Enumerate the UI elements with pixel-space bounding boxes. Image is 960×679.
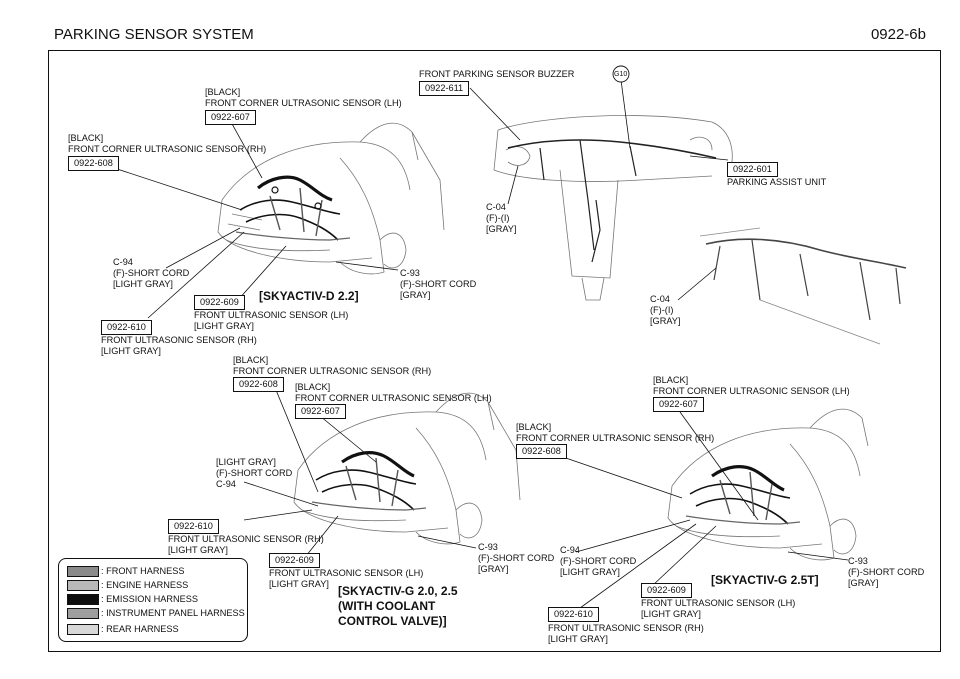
- label-d-608-color: [BLACK]: [516, 422, 552, 432]
- label-a-610-name: FRONT ULTRASONIC SENSOR (RH): [101, 335, 257, 345]
- label-d-607-name: FRONT CORNER ULTRASONIC SENSOR (LH): [653, 386, 850, 396]
- label-a-c93-id: C-93: [400, 268, 420, 278]
- legend-swatch-instrument-panel: [67, 608, 99, 619]
- label-a-607-color: [BLACK]: [205, 87, 241, 97]
- label-d-c93-id: C-93: [848, 556, 868, 566]
- label-c-607-name: FRONT CORNER ULTRASONIC SENSOR (LH): [295, 393, 492, 403]
- label-a-c93-name: (F)-SHORT CORD: [400, 279, 477, 289]
- connector-code-d-608: 0922-608: [516, 444, 567, 459]
- connector-code-a-608: 0922-608: [68, 156, 119, 171]
- connector-code-c-607: 0922-607: [295, 404, 346, 419]
- connector-code-c-608: 0922-608: [233, 377, 284, 392]
- label-d-610-color: [LIGHT GRAY]: [548, 634, 608, 644]
- label-d-c93-name: (F)-SHORT CORD: [848, 567, 925, 577]
- harness-wiring-c: [311, 451, 427, 511]
- harness-legend: : FRONT HARNESS : ENGINE HARNESS : EMISS…: [58, 558, 248, 642]
- variant-title-skyactiv-d: [SKYACTIV-D 2.2]: [259, 289, 359, 303]
- label-c-c93-color: [GRAY]: [478, 564, 509, 574]
- vehicle-front-illustration-a: [217, 122, 445, 275]
- legend-swatch-emission: [67, 594, 99, 605]
- label-c-c93-name: (F)-SHORT CORD: [478, 553, 555, 563]
- vehicle-front-illustration-c: [293, 392, 521, 545]
- legend-label-rear: : REAR HARNESS: [101, 624, 179, 634]
- connector-code-c-609: 0922-609: [269, 553, 320, 568]
- harness-wiring-d: [685, 465, 801, 525]
- label-a-608-name: FRONT CORNER ULTRASONIC SENSOR (RH): [68, 144, 267, 154]
- vehicle-front-illustration-d: [667, 408, 869, 561]
- label-d-610-name: FRONT ULTRASONIC SENSOR (RH): [548, 623, 704, 633]
- label-a-608-color: [BLACK]: [68, 133, 104, 143]
- label-c-610-color: [LIGHT GRAY]: [168, 545, 228, 555]
- leader-lines: [113, 79, 849, 609]
- label-d-608-name: FRONT CORNER ULTRASONIC SENSOR (RH): [516, 433, 715, 443]
- label-b-c04b-id: C-04: [650, 294, 670, 304]
- label-d-607-color: [BLACK]: [653, 375, 689, 385]
- connector-code-d-607: 0922-607: [653, 397, 704, 412]
- connector-code-b-601: 0922-601: [727, 162, 778, 177]
- legend-swatch-rear: [67, 624, 99, 635]
- connector-code-d-609: 0922-609: [641, 583, 692, 598]
- page-number: 0922-6b: [870, 26, 926, 43]
- label-b-c04b-color: [GRAY]: [650, 316, 681, 326]
- label-c-c94-color: [LIGHT GRAY]: [216, 457, 276, 467]
- variant-title-skyactiv-gt: [SKYACTIV-G 2.5T]: [711, 573, 819, 587]
- legend-label-front: : FRONT HARNESS: [101, 566, 185, 576]
- label-a-609-name: FRONT ULTRASONIC SENSOR (LH): [194, 310, 349, 320]
- variant-title-skyactiv-g-line3: CONTROL VALVE)]: [338, 614, 447, 628]
- label-d-c93-color: [GRAY]: [848, 578, 879, 588]
- label-a-c94-id: C-94: [113, 257, 133, 267]
- ground-point-g10: G10: [614, 71, 628, 78]
- variant-title-skyactiv-g-line2: (WITH COOLANT: [338, 599, 436, 613]
- label-a-c93-color: [GRAY]: [400, 290, 431, 300]
- label-b-c04a-id: C-04: [486, 202, 506, 212]
- label-c-c94-name: (F)-SHORT CORD: [216, 468, 293, 478]
- instrument-panel-illustration: [493, 115, 733, 301]
- label-b-c04a-name: (F)-(I): [486, 213, 510, 223]
- harness-wiring-a: [235, 175, 351, 241]
- label-a-609-color: [LIGHT GRAY]: [194, 321, 254, 331]
- connector-code-c-610: 0922-610: [168, 519, 219, 534]
- label-a-610-color: [LIGHT GRAY]: [101, 346, 161, 356]
- label-a-c94-color: [LIGHT GRAY]: [113, 279, 173, 289]
- page-title: PARKING SENSOR SYSTEM: [54, 26, 254, 43]
- label-c-610-name: FRONT ULTRASONIC SENSOR (RH): [168, 534, 324, 544]
- connector-code-d-610: 0922-610: [548, 607, 599, 622]
- label-d-c94-name: (F)-SHORT CORD: [560, 556, 637, 566]
- label-b-c04a-color: [GRAY]: [486, 224, 517, 234]
- label-d-c94-id: C-94: [560, 545, 580, 555]
- connector-code-a-610: 0922-610: [101, 320, 152, 335]
- diagram-frame: [48, 50, 941, 652]
- label-d-609-name: FRONT ULTRASONIC SENSOR (LH): [641, 598, 796, 608]
- label-c-609-color: [LIGHT GRAY]: [269, 579, 329, 589]
- connector-code-b-611: 0922-611: [419, 81, 470, 96]
- legend-label-instrument-panel: : INSTRUMENT PANEL HARNESS: [101, 608, 245, 618]
- legend-label-emission: : EMISSION HARNESS: [101, 594, 198, 604]
- legend-swatch-engine: [67, 580, 99, 591]
- label-b-c04b-name: (F)-(I): [650, 305, 674, 315]
- connector-code-a-607: 0922-607: [205, 110, 256, 125]
- legend-swatch-front: [67, 566, 99, 577]
- label-a-c94-name: (F)-SHORT CORD: [113, 268, 190, 278]
- label-d-c94-color: [LIGHT GRAY]: [560, 567, 620, 577]
- ground-point-circle: [612, 65, 630, 83]
- label-b-611-name: FRONT PARKING SENSOR BUZZER: [419, 69, 575, 79]
- legend-label-engine: : ENGINE HARNESS: [101, 580, 189, 590]
- variant-title-skyactiv-g-line1: [SKYACTIV-G 2.0, 2.5: [338, 584, 458, 598]
- harness-inset-illustration: [699, 227, 907, 345]
- label-c-608-color: [BLACK]: [233, 355, 269, 365]
- label-c-c93-id: C-93: [478, 542, 498, 552]
- label-d-609-color: [LIGHT GRAY]: [641, 609, 701, 619]
- label-c-607-color: [BLACK]: [295, 382, 331, 392]
- label-c-609-name: FRONT ULTRASONIC SENSOR (LH): [269, 568, 424, 578]
- harness-wiring-ip: [507, 139, 717, 263]
- label-c-c94-id: C-94: [216, 479, 236, 489]
- connector-code-a-609: 0922-609: [194, 295, 245, 310]
- label-c-608-name: FRONT CORNER ULTRASONIC SENSOR (RH): [233, 366, 432, 376]
- label-b-601-name: PARKING ASSIST UNIT: [727, 177, 827, 187]
- label-a-607-name: FRONT CORNER ULTRASONIC SENSOR (LH): [205, 98, 402, 108]
